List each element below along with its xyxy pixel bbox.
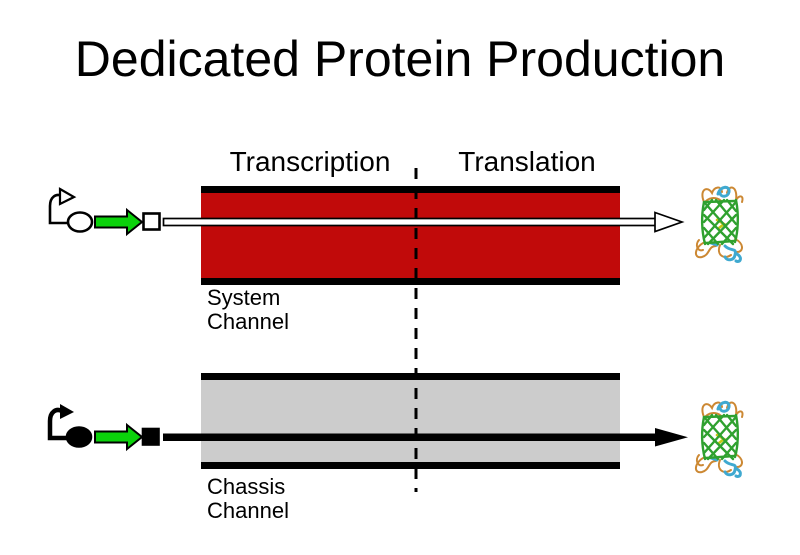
system-channel-fill (201, 193, 620, 278)
transcript-arrowhead-filled (655, 428, 688, 447)
terminator-square-filled-icon (141, 427, 160, 446)
gfp-protein-icon (694, 185, 745, 263)
system-gene-cassette (48, 187, 161, 237)
promoter-bent-arrow-filled-icon (47, 407, 73, 441)
system-channel (201, 186, 620, 285)
chassis-channel-label-line1: Chassis (207, 474, 285, 499)
transcript-arrowhead-open (654, 211, 685, 233)
chassis-channel (201, 373, 620, 469)
page-title: Dedicated Protein Production (75, 31, 725, 87)
gene-arrow-icon (94, 207, 144, 237)
system-channel-bottom-bar (201, 278, 620, 285)
gfp-protein-icon (694, 400, 745, 478)
operator-ellipse-open-icon (66, 211, 94, 233)
operator-ellipse-filled-icon (65, 426, 93, 448)
chassis-channel-top-bar (201, 373, 620, 380)
system-channel-label-line2: Channel (207, 309, 289, 334)
gene-arrow-icon (94, 422, 144, 452)
phase-label-transcription: Transcription (230, 146, 391, 177)
system-channel-top-bar (201, 186, 620, 193)
system-channel-label-line1: System (207, 285, 280, 310)
promoter-arrowhead-filled-icon (60, 404, 74, 419)
promoter-arrowhead-open-icon (58, 187, 77, 206)
terminator-square-open-icon (142, 212, 161, 231)
phase-label-translation: Translation (458, 146, 595, 177)
chassis-channel-bottom-bar (201, 462, 620, 469)
transcript-arrow-filled (163, 428, 688, 447)
chassis-gene-cassette (47, 404, 160, 452)
chassis-channel-label-line2: Channel (207, 498, 289, 523)
chassis-channel-fill (201, 380, 620, 462)
transcript-arrow-open (162, 211, 685, 233)
